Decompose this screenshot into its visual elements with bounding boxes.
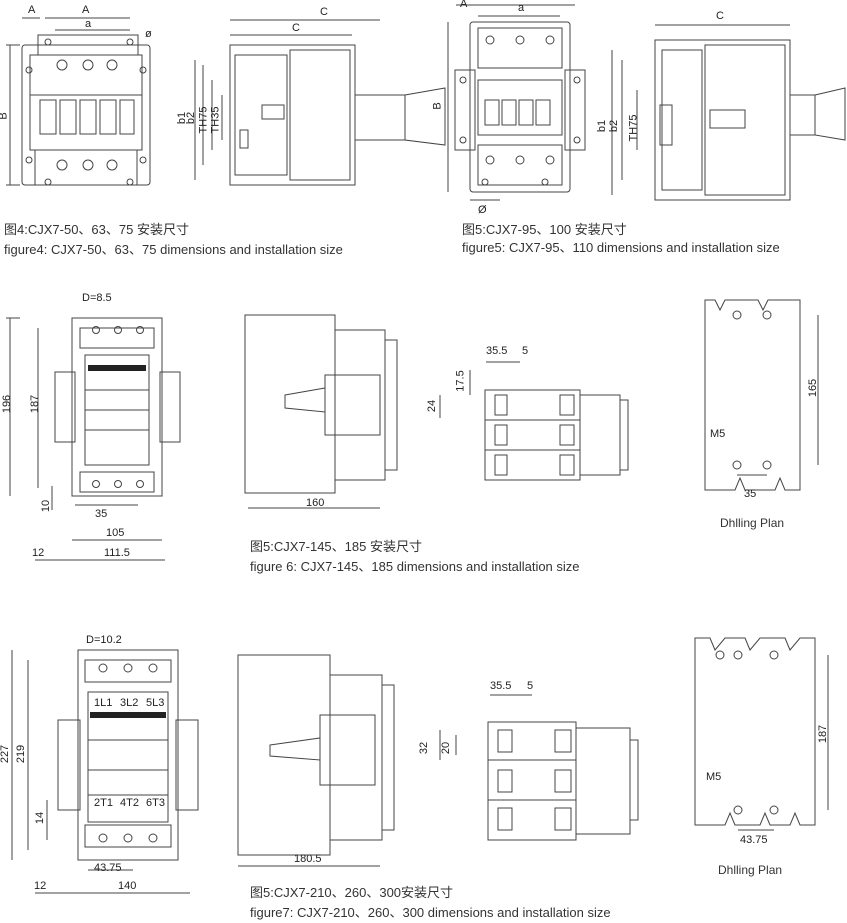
terminal-label: 6T3 — [146, 797, 165, 809]
fig7-side-view — [237, 654, 395, 867]
fig6-dim-24: 24 — [426, 399, 439, 413]
fig5-front-view — [447, 4, 586, 201]
fig7-dim-D: D=10.2 — [86, 634, 122, 646]
fig6-dim-35: 35 — [95, 508, 108, 520]
fig6-side-view — [244, 314, 398, 509]
fig5-dim-B: B — [431, 102, 444, 110]
fig4-dim-a: a — [85, 18, 92, 30]
fig4-dim-B: B — [0, 112, 10, 119]
fig7-drilling-plan — [694, 637, 829, 831]
fig6-dim-35-plan: 35 — [744, 488, 757, 500]
fig6-caption-en: figure 6: CJX7-145、185 dimensions and in… — [250, 559, 580, 574]
fig7-dim-5: 5 — [527, 680, 534, 692]
fig4-dim-A-left: A — [28, 4, 36, 16]
fig4-caption-cn: 图4:CJX7-50、63、75 安装尺寸 — [4, 222, 189, 237]
fig7-caption-en: figure7: CJX7-210、260、300 dimensions and… — [250, 905, 611, 920]
fig7-caption-cn: 图5:CJX7-210、260、300安装尺寸 — [250, 885, 454, 900]
fig7-dim-32: 32 — [418, 741, 431, 755]
fig5-dim-a: a — [518, 2, 525, 14]
fig6-dim-196: 196 — [1, 394, 14, 414]
fig5-dim-A: A — [460, 0, 468, 10]
fig4-dim-phi: ø — [145, 28, 152, 40]
fig4-front-view — [6, 17, 151, 186]
fig6-dim-10: 10 — [40, 499, 53, 513]
fig5-dim-C: C — [716, 10, 724, 22]
fig6-dim-111-5: 111.5 — [104, 547, 130, 559]
fig7-dim-140: 140 — [118, 880, 137, 892]
fig5-dim-phi: Ø — [478, 204, 487, 216]
terminal-label: 4T2 — [120, 797, 139, 809]
fig5-dim-b1: b1 — [596, 119, 609, 133]
fig7-dim-14: 14 — [34, 811, 47, 825]
fig7-drilling-plan-label: Dhlling Plan — [718, 863, 783, 877]
fig4-dim-C-outer: C — [320, 6, 328, 18]
terminal-label: 3L2 — [120, 697, 139, 709]
fig4-dim-C-inner: C — [292, 22, 300, 34]
terminal-label: 5L3 — [146, 697, 165, 709]
terminal-label: 2T1 — [94, 797, 113, 809]
fig7-dim-43-75-plan: 43.75 — [740, 834, 768, 846]
fig4-dim-A-top: A — [82, 4, 90, 16]
fig5-caption-en: figure5: CJX7-95、110 dimensions and inst… — [462, 240, 780, 255]
fig6-dim-187: 187 — [29, 394, 42, 414]
fig5-caption-cn: 图5:CJX7-95、100 安装尺寸 — [462, 222, 627, 237]
fig5-dim-TH75: TH75 — [627, 114, 640, 142]
fig6-dim-105: 105 — [106, 527, 125, 539]
fig6-dim-12: 12 — [32, 547, 45, 559]
fig7-dim-187: 187 — [817, 724, 830, 744]
fig6-dim-165: 165 — [807, 378, 820, 398]
fig7-dim-12: 12 — [34, 880, 47, 892]
fig4-dim-b2: b2 — [185, 111, 198, 125]
fig6-dim-M5: M5 — [710, 428, 726, 440]
fig6-dim-17-5: 17.5 — [454, 370, 467, 392]
fig7-dim-180-5: 180.5 — [294, 853, 322, 865]
fig7-front-view — [11, 649, 199, 894]
fig6-dim-D: D=8.5 — [82, 292, 112, 304]
fig6-dim-35-5: 35.5 — [486, 345, 508, 357]
fig5-dim-b2: b2 — [608, 119, 621, 133]
fig4-caption-en: figure4: CJX7-50、63、75 dimensions and in… — [4, 242, 343, 257]
fig6-dim-160: 160 — [306, 497, 325, 509]
fig4-dim-TH35: TH35 — [209, 106, 222, 134]
fig5-side-view — [611, 24, 846, 201]
fig7-dim-219: 219 — [15, 744, 28, 764]
fig7-dim-20: 20 — [440, 741, 453, 755]
fig6-dim-5: 5 — [522, 345, 529, 357]
fig4-side-view — [194, 19, 446, 186]
fig7-dim-M5: M5 — [706, 771, 722, 783]
fig7-dim-227: 227 — [0, 744, 12, 764]
terminal-label: 1L1 — [94, 697, 113, 709]
fig6-top-view — [439, 361, 629, 481]
fig7-top-view — [439, 694, 639, 841]
fig7-dim-43-75: 43.75 — [94, 862, 122, 874]
fig6-caption-cn: 图5:CJX7-145、185 安装尺寸 — [250, 539, 422, 554]
fig6-drilling-plan-label: Dhlling Plan — [720, 516, 785, 530]
fig4-dim-TH75: TH75 — [197, 106, 210, 134]
fig7-dim-35-5: 35.5 — [490, 680, 512, 692]
fig6-front-view — [6, 317, 181, 561]
fig6-drilling-plan — [704, 299, 819, 491]
